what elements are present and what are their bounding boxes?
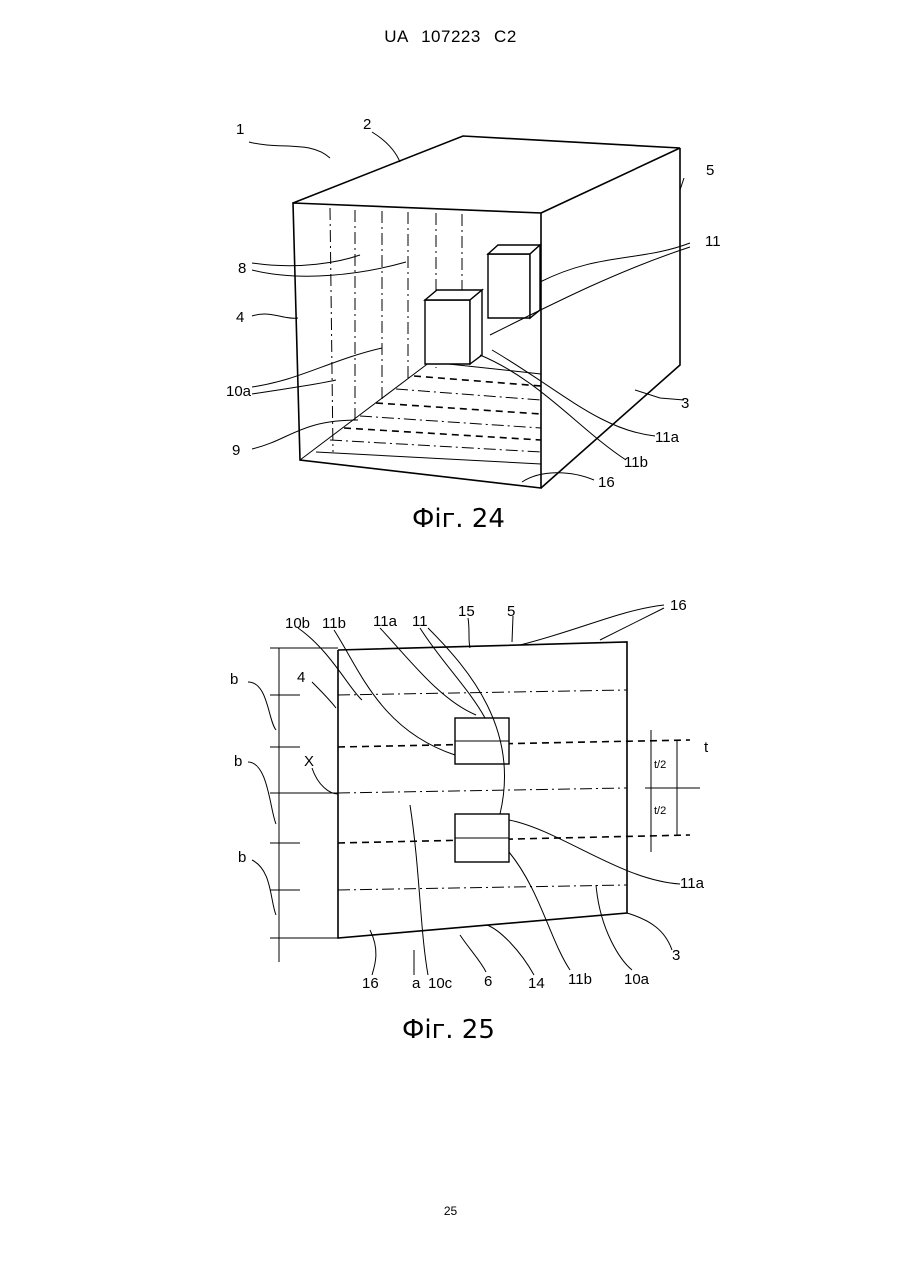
container-plan-outline	[338, 642, 627, 938]
fig25-label-11b-bottom: 11b	[568, 971, 592, 988]
fig24-label-1: 1	[236, 121, 244, 138]
fig25-label-3: 3	[672, 947, 680, 964]
fig25-label-4: 4	[297, 669, 305, 686]
fig25-label-b3: b	[238, 849, 246, 866]
fig25-label-x: X	[304, 753, 314, 770]
fig25-label-11b-top: 11b	[322, 615, 346, 632]
fig25-label-10a: 10a	[624, 971, 650, 988]
fig25-label-16-top: 16	[670, 597, 687, 614]
container-outline	[293, 136, 680, 488]
fig24-label-4: 4	[236, 309, 244, 326]
figure-24-caption: Фіг. 24	[412, 504, 505, 534]
parcel-upper	[488, 245, 540, 318]
fig25-label-t: t	[704, 739, 709, 756]
fig24-label-11: 11	[705, 233, 721, 250]
fig25-label-14: 14	[528, 975, 545, 992]
fig24-label-5: 5	[706, 162, 714, 179]
fig25-label-15: 15	[458, 603, 475, 620]
figure-24-drawing: 1 2 5 8 11 4 10a 3 9 11a 11b 16 Фіг. 24	[0, 0, 901, 560]
fig25-label-t-half-2: t/2	[654, 805, 666, 817]
fig25-label-t-half-1: t/2	[654, 759, 666, 771]
fig24-label-2: 2	[363, 116, 371, 133]
fig25-label-10b: 10b	[285, 615, 310, 632]
fig25-label-6: 6	[484, 973, 492, 990]
fig25-label-b2: b	[234, 753, 242, 770]
fig25-label-a: a	[412, 975, 421, 992]
fig24-label-11b: 11b	[624, 454, 648, 471]
fig24-label-9: 9	[232, 442, 240, 459]
left-dimension-bar	[270, 648, 338, 962]
fig25-label-5: 5	[507, 603, 515, 620]
right-dimension-bar	[645, 730, 700, 852]
parcel-lower	[425, 290, 482, 364]
figure-25-drawing: 10b 11b 11a 11 15 5 16 4 b b X b t t/2 t…	[0, 590, 901, 1070]
fig24-label-3: 3	[681, 395, 689, 412]
fig25-label-11a-top: 11a	[373, 613, 398, 630]
fig24-label-16: 16	[598, 474, 615, 491]
floor-lines	[300, 362, 541, 464]
lane-lines	[338, 690, 690, 890]
fig25-label-16-bottom: 16	[362, 975, 379, 992]
figure-25-caption: Фіг. 25	[402, 1015, 495, 1045]
fig25-label-10c: 10c	[428, 975, 453, 992]
fig24-label-11a: 11a	[655, 429, 680, 446]
fig24-label-10a: 10a	[226, 383, 252, 400]
fig25-label-b1: b	[230, 671, 238, 688]
page-number: 25	[0, 1204, 901, 1218]
fig25-label-11: 11	[412, 613, 428, 630]
fig25-label-11a-right: 11a	[680, 875, 705, 892]
fig24-label-8: 8	[238, 260, 246, 277]
leader-lines	[248, 605, 680, 975]
